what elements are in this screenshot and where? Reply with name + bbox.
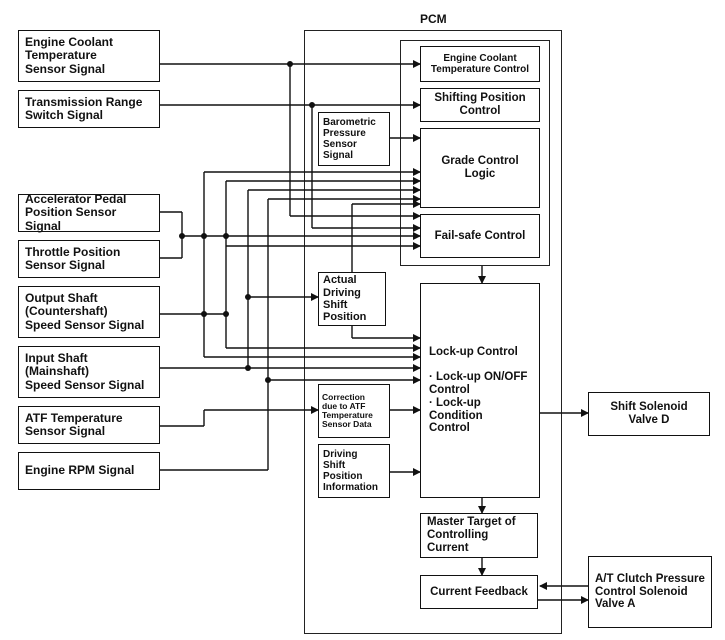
barometric-pressure-signal-label: Barometric Pressure Sensor Signal bbox=[323, 116, 376, 162]
input-shaft-speed-signal-label: Input Shaft (Mainshaft) Speed Sensor Sig… bbox=[25, 350, 145, 392]
output-shaft-speed-signal: Output Shaft (Countershaft) Speed Sensor… bbox=[18, 286, 160, 338]
pcm-frame bbox=[304, 30, 562, 634]
pcm-label: PCM bbox=[420, 12, 447, 26]
shifting-position-control-label: Shifting Position Control bbox=[434, 92, 526, 117]
clutch-pressure-valve-a-label: A/T Clutch Pressure Control Solenoid Val… bbox=[595, 572, 705, 611]
shifting-position-control: Shifting Position Control bbox=[420, 88, 540, 122]
lock-up-control-title: Lock-up Control bbox=[429, 346, 518, 358]
current-feedback-label: Current Feedback bbox=[430, 585, 528, 598]
atf-temp-correction-label: Correction due to ATF Temperature Sensor… bbox=[322, 392, 373, 429]
clutch-pressure-valve-a: A/T Clutch Pressure Control Solenoid Val… bbox=[588, 556, 712, 628]
atf-temperature-signal: ATF Temperature Sensor Signal bbox=[18, 406, 160, 444]
actual-driving-shift-position: Actual Driving Shift Position bbox=[318, 272, 386, 326]
transmission-range-switch-signal-label: Transmission Range Switch Signal bbox=[25, 94, 143, 122]
atf-temp-correction: Correction due to ATF Temperature Sensor… bbox=[318, 384, 390, 438]
engine-coolant-temp-control-label: Engine Coolant Temperature Control bbox=[430, 52, 530, 75]
grade-control-logic: Grade Control Logic bbox=[420, 128, 540, 208]
engine-rpm-signal: Engine RPM Signal bbox=[18, 452, 160, 490]
engine-rpm-signal-label: Engine RPM Signal bbox=[25, 463, 135, 478]
master-target-current-label: Master Target of Controlling Current bbox=[427, 516, 516, 554]
lock-up-control: Lock-up Control · Lock-up ON/OFF Control… bbox=[420, 283, 540, 498]
driving-shift-position-info-label: Driving Shift Position Information bbox=[323, 448, 378, 494]
barometric-pressure-signal: Barometric Pressure Sensor Signal bbox=[318, 112, 390, 166]
master-target-current: Master Target of Controlling Current bbox=[420, 513, 538, 558]
current-feedback: Current Feedback bbox=[420, 575, 538, 609]
accelerator-pedal-signal-label: Accelerator Pedal Position Sensor Signal bbox=[25, 191, 127, 233]
engine-coolant-temp-control: Engine Coolant Temperature Control bbox=[420, 46, 540, 82]
grade-control-logic-label: Grade Control Logic bbox=[441, 155, 519, 180]
lock-up-on-off-item: · Lock-up ON/OFF Control bbox=[429, 370, 528, 396]
actual-driving-shift-position-label: Actual Driving Shift Position bbox=[323, 274, 367, 324]
shift-solenoid-valve-d-label: Shift Solenoid Valve D bbox=[610, 401, 688, 426]
fail-safe-control-label: Fail-safe Control bbox=[434, 229, 526, 242]
lock-up-condition-item: · Lock-up Condition Control bbox=[429, 396, 483, 435]
engine-coolant-temp-signal: Engine Coolant Temperature Sensor Signal bbox=[18, 30, 160, 82]
driving-shift-position-info: Driving Shift Position Information bbox=[318, 444, 390, 498]
atf-temperature-signal-label: ATF Temperature Sensor Signal bbox=[25, 410, 123, 438]
throttle-position-signal-label: Throttle Position Sensor Signal bbox=[25, 244, 121, 272]
output-shaft-speed-signal-label: Output Shaft (Countershaft) Speed Sensor… bbox=[25, 290, 145, 332]
transmission-range-switch-signal: Transmission Range Switch Signal bbox=[18, 90, 160, 128]
engine-coolant-temp-signal-label: Engine Coolant Temperature Sensor Signal bbox=[25, 34, 113, 76]
fail-safe-control: Fail-safe Control bbox=[420, 214, 540, 258]
shift-solenoid-valve-d: Shift Solenoid Valve D bbox=[588, 392, 710, 436]
accelerator-pedal-signal: Accelerator Pedal Position Sensor Signal bbox=[18, 191, 160, 233]
throttle-position-signal: Throttle Position Sensor Signal bbox=[18, 240, 160, 278]
input-shaft-speed-signal: Input Shaft (Mainshaft) Speed Sensor Sig… bbox=[18, 346, 160, 398]
